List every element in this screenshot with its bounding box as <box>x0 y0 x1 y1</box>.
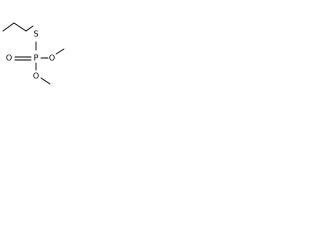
sulfur-atom-label: S <box>33 30 38 39</box>
ester-oxygen-bottom-atom-label: O <box>33 72 39 81</box>
bond-o-methyl-bottom <box>40 77 51 85</box>
phosphorus-atom-label: P <box>34 54 39 63</box>
ester-oxygen-right-atom-label: O <box>49 54 55 63</box>
bond-o-methyl-right <box>55 48 65 55</box>
bond-c2-c3 <box>13 22 27 32</box>
oxo-oxygen-atom-label: O <box>6 54 12 63</box>
structure-canvas: S P O O O <box>0 0 68 94</box>
bond-c3-s <box>25 25 34 32</box>
chemical-structure-diagram: S P O O O <box>2 22 65 85</box>
bond-c1-c2 <box>2 22 15 32</box>
